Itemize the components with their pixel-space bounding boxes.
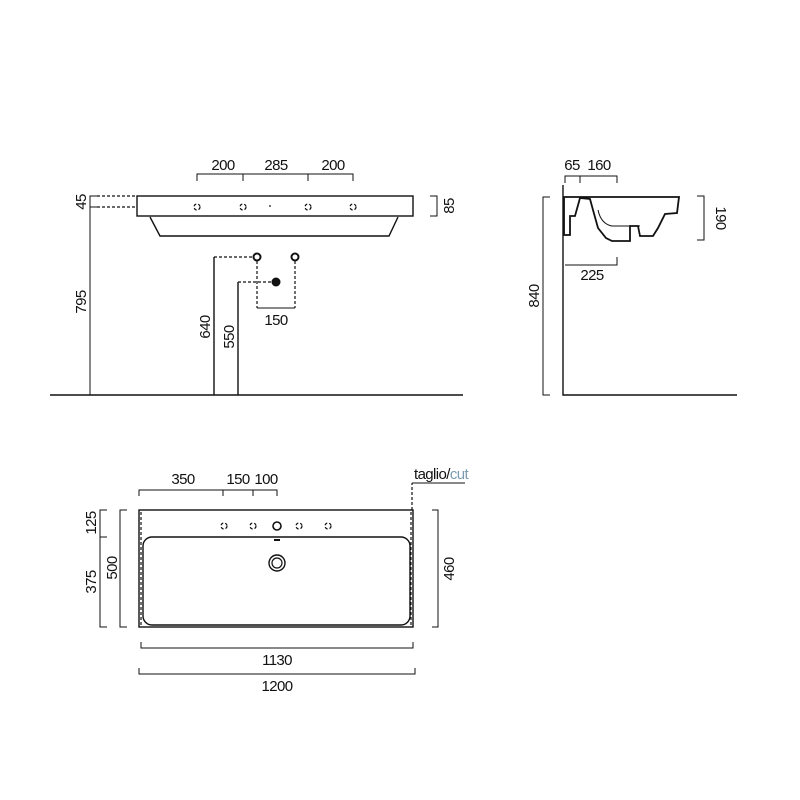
dim-1200: 1200 — [262, 678, 293, 695]
top-view: 350 150 100 taglio/cut 125 375 500 460 1… — [83, 466, 470, 695]
main-tap-hole-icon — [272, 521, 282, 531]
tap-hole-icon — [220, 522, 228, 530]
dim-160: 160 — [587, 157, 610, 174]
tap-hole-icon — [295, 522, 303, 530]
dim-190: 190 — [712, 206, 729, 229]
height-dimension-line — [89, 195, 97, 395]
supply-valve-icon — [252, 252, 262, 262]
basin-side-profile — [563, 196, 681, 242]
total-height-bracket — [542, 196, 550, 396]
basin-bowl — [149, 216, 399, 237]
front-view: 200 285 200 45 795 85 150 640 550 — [50, 157, 463, 396]
dim-200-left: 200 — [211, 157, 234, 174]
dim-150-supply: 150 — [264, 312, 287, 329]
depth-split-bracket — [99, 509, 107, 628]
side-view: 840 65 160 190 225 — [526, 157, 737, 396]
tap-hole-icon — [193, 203, 201, 211]
overflow-slot-icon — [274, 539, 280, 541]
tap-hole-icon — [349, 203, 357, 211]
dim-550: 550 — [221, 325, 238, 348]
dim-460: 460 — [441, 557, 458, 580]
basin-height-bracket — [697, 195, 705, 241]
rim-height-bracket — [430, 195, 438, 217]
dim-795: 795 — [73, 290, 90, 313]
tap-hole-icon — [304, 203, 312, 211]
drain-inner-icon — [271, 557, 283, 569]
dim-65: 65 — [564, 157, 580, 174]
dim-500: 500 — [104, 556, 121, 579]
basin-outline — [138, 509, 414, 628]
bowl-inner-profile — [597, 209, 640, 227]
tap-hole-icon — [249, 522, 257, 530]
top-dimension-line — [196, 173, 354, 181]
cut-label: taglio/cut — [414, 466, 469, 483]
depth-dimension-line — [565, 257, 618, 266]
dim-85: 85 — [441, 198, 458, 214]
drain-outlet-icon — [271, 277, 281, 287]
dim-640: 640 — [197, 315, 214, 338]
dim-125: 125 — [83, 511, 100, 534]
total-depth-bracket — [119, 509, 127, 628]
dim-45: 45 — [73, 194, 90, 210]
wall-and-floor — [562, 185, 737, 396]
total-width-line — [138, 668, 416, 675]
dim-200-right: 200 — [321, 157, 344, 174]
dim-840: 840 — [526, 284, 543, 307]
dim-150-holes: 150 — [226, 471, 249, 488]
dim-375: 375 — [83, 570, 100, 593]
hole-dimension-line — [138, 489, 278, 496]
tap-hole-icon — [324, 522, 332, 530]
dim-350: 350 — [171, 471, 194, 488]
bowl-outline — [142, 536, 411, 626]
cut-label-en: cut — [450, 466, 470, 483]
tap-hole-icon — [239, 203, 247, 211]
dim-100: 100 — [254, 471, 277, 488]
center-mark-icon — [269, 205, 271, 207]
inner-width-line — [140, 642, 414, 649]
dim-285: 285 — [264, 157, 287, 174]
dim-1130: 1130 — [262, 652, 292, 669]
basin-rim — [136, 195, 414, 217]
side-top-dimension — [564, 175, 618, 183]
dim-225: 225 — [580, 267, 603, 284]
top-tap-holes — [220, 521, 332, 531]
inner-depth-bracket — [432, 509, 439, 628]
cut-label-it: taglio/ — [414, 466, 451, 483]
supply-valve-icon — [290, 252, 300, 262]
tap-holes — [193, 203, 357, 211]
